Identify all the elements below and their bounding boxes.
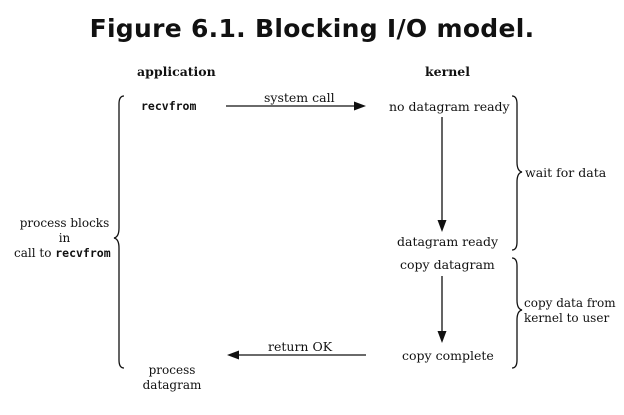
figure-title: Figure 6.1. Blocking I/O model.: [89, 14, 535, 43]
process-blocks-code: recvfrom: [55, 246, 111, 260]
datagram-ready-label: datagram ready: [397, 234, 499, 249]
return-ok-arrowhead: [227, 350, 239, 360]
copy-brace: [511, 257, 523, 369]
system-call-label: system call: [264, 90, 335, 105]
process-datagram-label: process datagram: [135, 363, 209, 393]
system-call-arrowhead: [354, 101, 366, 111]
process-blocks-label: process blocks in call to recvfrom: [14, 216, 115, 261]
application-brace: [113, 95, 125, 369]
process-datagram-line1: process: [148, 363, 196, 377]
column-header-kernel: kernel: [425, 64, 470, 79]
wait-brace: [511, 95, 523, 251]
copy-data-label: copy data from kernel to user: [524, 296, 616, 326]
process-datagram-line2: datagram: [142, 378, 202, 392]
recvfrom-call: recvfrom: [141, 99, 197, 113]
process-blocks-line2: call to recvfrom: [14, 246, 115, 261]
wait-for-data-label: wait for data: [525, 165, 607, 180]
process-blocks-line2-prefix: call to: [14, 246, 56, 260]
return-ok-label: return OK: [268, 339, 333, 354]
copy-datagram-label: copy datagram: [400, 257, 495, 272]
copy-complete-label: copy complete: [402, 348, 494, 363]
no-datagram-ready-label: no datagram ready: [389, 99, 510, 114]
column-header-application: application: [137, 64, 216, 79]
copy-data-line2: kernel to user: [524, 311, 610, 325]
wait-arrowhead: [437, 220, 447, 232]
process-blocks-line1: process blocks in: [19, 216, 110, 245]
copy-data-line1: copy data from: [524, 296, 616, 310]
copy-arrowhead: [437, 331, 447, 343]
